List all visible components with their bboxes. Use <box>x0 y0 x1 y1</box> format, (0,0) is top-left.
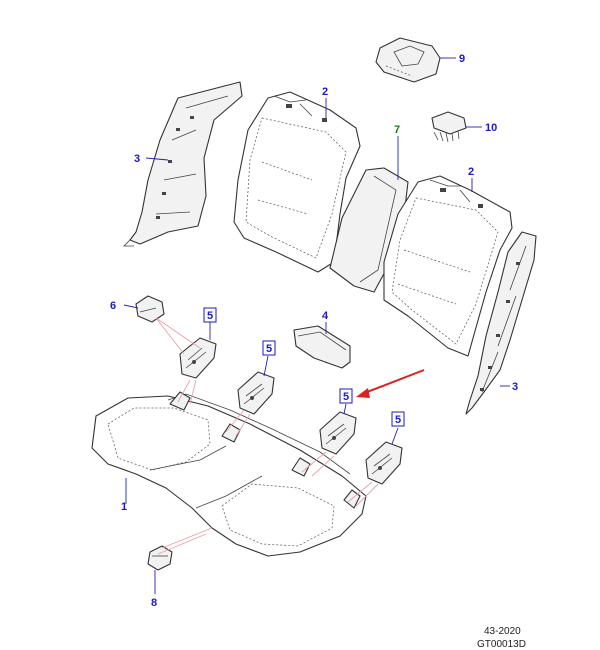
callout-5b: 5 <box>266 343 272 355</box>
part-8-anchor-clip <box>147 545 173 571</box>
callout-7: 7 <box>394 124 400 136</box>
callout-5c: 5 <box>343 391 349 403</box>
part-2-right-backrest-frame <box>383 175 513 357</box>
part-5-hinge-b <box>237 371 275 415</box>
callout-5d: 5 <box>395 414 401 426</box>
callout-3-left: 3 <box>134 153 140 165</box>
highlight-arrow <box>356 369 425 398</box>
callout-2-right: 2 <box>468 166 474 178</box>
date-code: 43-2020 <box>484 626 521 637</box>
callout-box-5c <box>339 388 353 404</box>
callout-9: 9 <box>459 53 465 65</box>
part-5-hinge-d <box>365 441 403 485</box>
callout-leaders <box>123 57 510 594</box>
callout-box-5d <box>391 411 405 427</box>
part-1-seat-cushion <box>91 391 367 557</box>
drawing-id: GT00013D <box>477 639 526 650</box>
callout-8: 8 <box>151 597 157 609</box>
callout-10: 10 <box>485 122 497 134</box>
part-6-trim-clip <box>135 295 165 323</box>
reference-lines <box>155 317 379 555</box>
callout-6: 6 <box>110 300 116 312</box>
part-10-clip <box>431 111 467 143</box>
part-4-release-housing <box>293 325 351 369</box>
part-3-left-side-trim <box>123 81 243 247</box>
callout-2-left: 2 <box>322 86 328 98</box>
callout-box-5a <box>203 307 217 323</box>
callout-box-5b <box>262 340 276 356</box>
part-9-headrest-trim <box>375 37 441 83</box>
part-3-right-side-trim <box>465 231 537 415</box>
callout-4: 4 <box>322 310 329 322</box>
callout-3-right: 3 <box>512 381 518 393</box>
callout-5a: 5 <box>207 310 213 322</box>
callout-1: 1 <box>121 501 127 513</box>
part-5-hinge-a <box>179 337 217 379</box>
part-5-hinge-c <box>319 411 357 455</box>
